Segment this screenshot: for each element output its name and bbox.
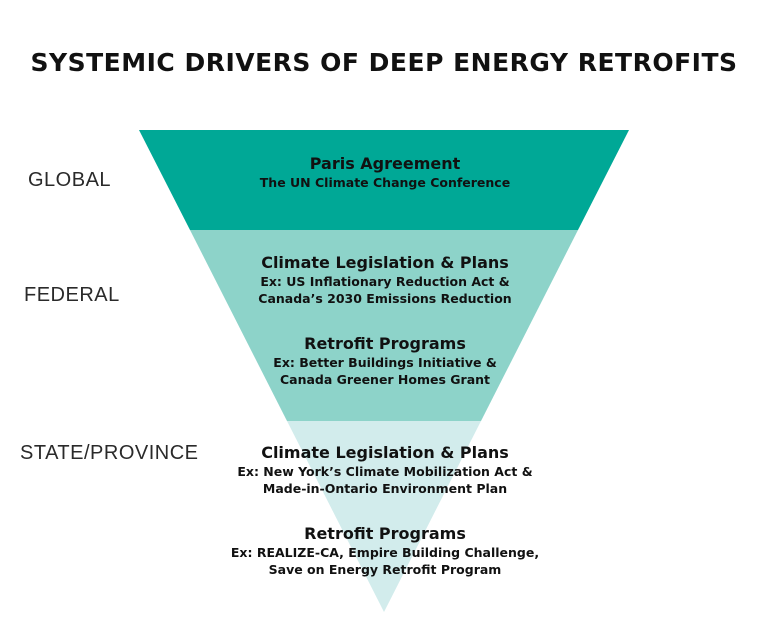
global-paris-agreement-block: Paris Agreement The UN Climate Change Co… bbox=[200, 154, 570, 191]
state-legislation-block: Climate Legislation & Plans Ex: New York… bbox=[200, 443, 570, 497]
federal-band bbox=[190, 230, 578, 421]
state-band bbox=[287, 421, 481, 612]
block-line: Ex: New York’s Climate Mobilization Act … bbox=[237, 464, 533, 479]
level-label-federal: FEDERAL bbox=[24, 284, 120, 306]
block-line: The UN Climate Change Conference bbox=[259, 175, 511, 190]
federal-retrofit-programs-block: Retrofit Programs Ex: Better Buildings I… bbox=[200, 334, 570, 388]
block-line: Made-in-Ontario Environment Plan bbox=[262, 481, 508, 496]
global-band bbox=[139, 130, 629, 230]
block-line: Ex: REALIZE-CA, Empire Building Challeng… bbox=[230, 545, 540, 560]
block-heading: Retrofit Programs bbox=[304, 524, 466, 543]
block-line: Canada’s 2030 Emissions Reduction bbox=[258, 291, 512, 306]
block-heading: Paris Agreement bbox=[309, 154, 461, 173]
diagram-title: SYSTEMIC DRIVERS OF DEEP ENERGY RETROFIT… bbox=[30, 48, 738, 77]
block-heading: Climate Legislation & Plans bbox=[261, 443, 509, 462]
block-line: Ex: Better Buildings Initiative & bbox=[273, 355, 497, 370]
level-label-global: GLOBAL bbox=[28, 169, 112, 191]
state-retrofit-programs-block: Retrofit Programs Ex: REALIZE-CA, Empire… bbox=[200, 524, 570, 578]
block-line: Ex: US Inflationary Reduction Act & bbox=[260, 274, 510, 289]
block-line: Save on Energy Retrofit Program bbox=[268, 562, 502, 577]
level-label-state-province: STATE/PROVINCE bbox=[20, 442, 199, 464]
block-heading: Climate Legislation & Plans bbox=[261, 253, 509, 272]
block-line: Canada Greener Homes Grant bbox=[279, 372, 491, 387]
federal-legislation-block: Climate Legislation & Plans Ex: US Infla… bbox=[200, 253, 570, 307]
block-heading: Retrofit Programs bbox=[304, 334, 466, 353]
